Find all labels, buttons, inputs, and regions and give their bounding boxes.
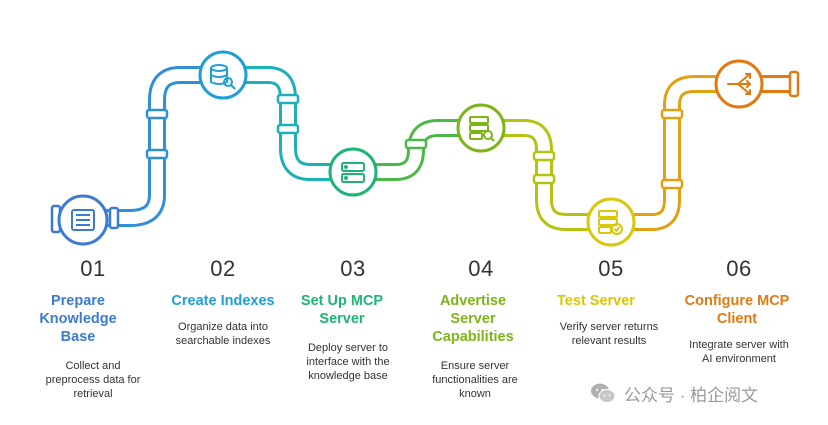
- step-1-title: Prepare Knowledge Base: [13, 292, 143, 346]
- step-2-title-line: Create Indexes: [171, 293, 275, 309]
- server-search-icon: [469, 116, 495, 142]
- step-3-title: Set Up MCP Server: [277, 292, 407, 328]
- step-4-node: [456, 103, 506, 153]
- step-4-description: Ensure server functionalities are known: [410, 359, 540, 401]
- step-4-title-line: Advertise: [439, 293, 507, 309]
- step-5-node: [586, 197, 636, 247]
- watermark-text: 公众号 · 柏企阅文: [624, 385, 759, 405]
- step-4-desc-line: Ensure server: [440, 360, 510, 372]
- server-check-icon: [598, 210, 623, 235]
- server-icon: [341, 162, 365, 183]
- step-1-number: 01: [80, 256, 106, 281]
- step-1-desc-line: retrieval: [73, 388, 113, 400]
- step-3-desc-line: interface with the: [306, 356, 390, 368]
- step-3-number: 03: [340, 256, 366, 281]
- step-2-node: [198, 50, 248, 100]
- step-4-title-line: Server: [450, 311, 496, 327]
- watermark: 公众号 · 柏企阅文: [590, 380, 758, 406]
- step-3-desc-line: Deploy server to: [307, 342, 389, 354]
- step-6-description: Integrate server with AI environment: [674, 338, 804, 366]
- step-3-title-line: Set Up MCP: [300, 293, 384, 309]
- share-arrows-icon: [727, 73, 752, 95]
- step-1-title-line: Base: [60, 329, 96, 345]
- step-2-desc-line: Organize data into: [178, 321, 268, 333]
- step-4-number: 04: [468, 256, 494, 281]
- step-2-title: Create Indexes: [158, 292, 288, 310]
- step-6-title: Configure MCP Client: [672, 292, 802, 328]
- pipe-segment-1: [86, 66, 209, 227]
- step-4-desc-line: functionalities are: [432, 374, 518, 386]
- step-5-desc-line: Verify server returns: [559, 321, 659, 333]
- step-4-title: Advertise Server Capabilities: [408, 292, 538, 346]
- step-6-desc-line: Integrate server with: [689, 339, 789, 351]
- step-5-title: Test Server: [531, 292, 661, 310]
- step-3-title-line: Server: [319, 311, 365, 327]
- step-5-title-line: Test Server: [557, 293, 635, 309]
- step-6-desc-line: AI environment: [702, 353, 776, 365]
- step-5-desc-line: relevant results: [571, 335, 647, 347]
- step-6-number: 06: [726, 256, 752, 281]
- step-4-title-line: Capabilities: [432, 329, 514, 345]
- step-2-number: 02: [210, 256, 236, 281]
- step-6-title-line: Client: [716, 311, 758, 327]
- checklist-icon: [71, 209, 95, 231]
- step-2-desc-line: searchable indexes: [175, 335, 271, 347]
- step-6-title-line: Configure MCP: [684, 293, 790, 309]
- step-5-description: Verify server returns relevant results: [544, 320, 674, 348]
- pipe-couplings: [50, 70, 800, 234]
- step-1-title-line: Prepare: [50, 293, 105, 309]
- step-2-description: Organize data into searchable indexes: [158, 320, 288, 348]
- step-1-desc-line: preprocess data for: [45, 374, 141, 386]
- step-1-desc-line: Collect and: [65, 360, 121, 372]
- step-3-node: [328, 147, 378, 197]
- step-1-node: [57, 194, 109, 246]
- step-1-description: Collect and preprocess data for retrieva…: [28, 359, 158, 401]
- step-3-desc-line: knowledge base: [308, 370, 388, 382]
- wechat-icon: [591, 383, 616, 403]
- step-1-title-line: Knowledge: [39, 311, 117, 327]
- step-4-desc-line: known: [459, 388, 491, 400]
- step-6-node: [714, 59, 764, 109]
- database-search-icon: [210, 64, 236, 90]
- step-5-number: 05: [598, 256, 624, 281]
- step-3-description: Deploy server to interface with the know…: [283, 341, 413, 383]
